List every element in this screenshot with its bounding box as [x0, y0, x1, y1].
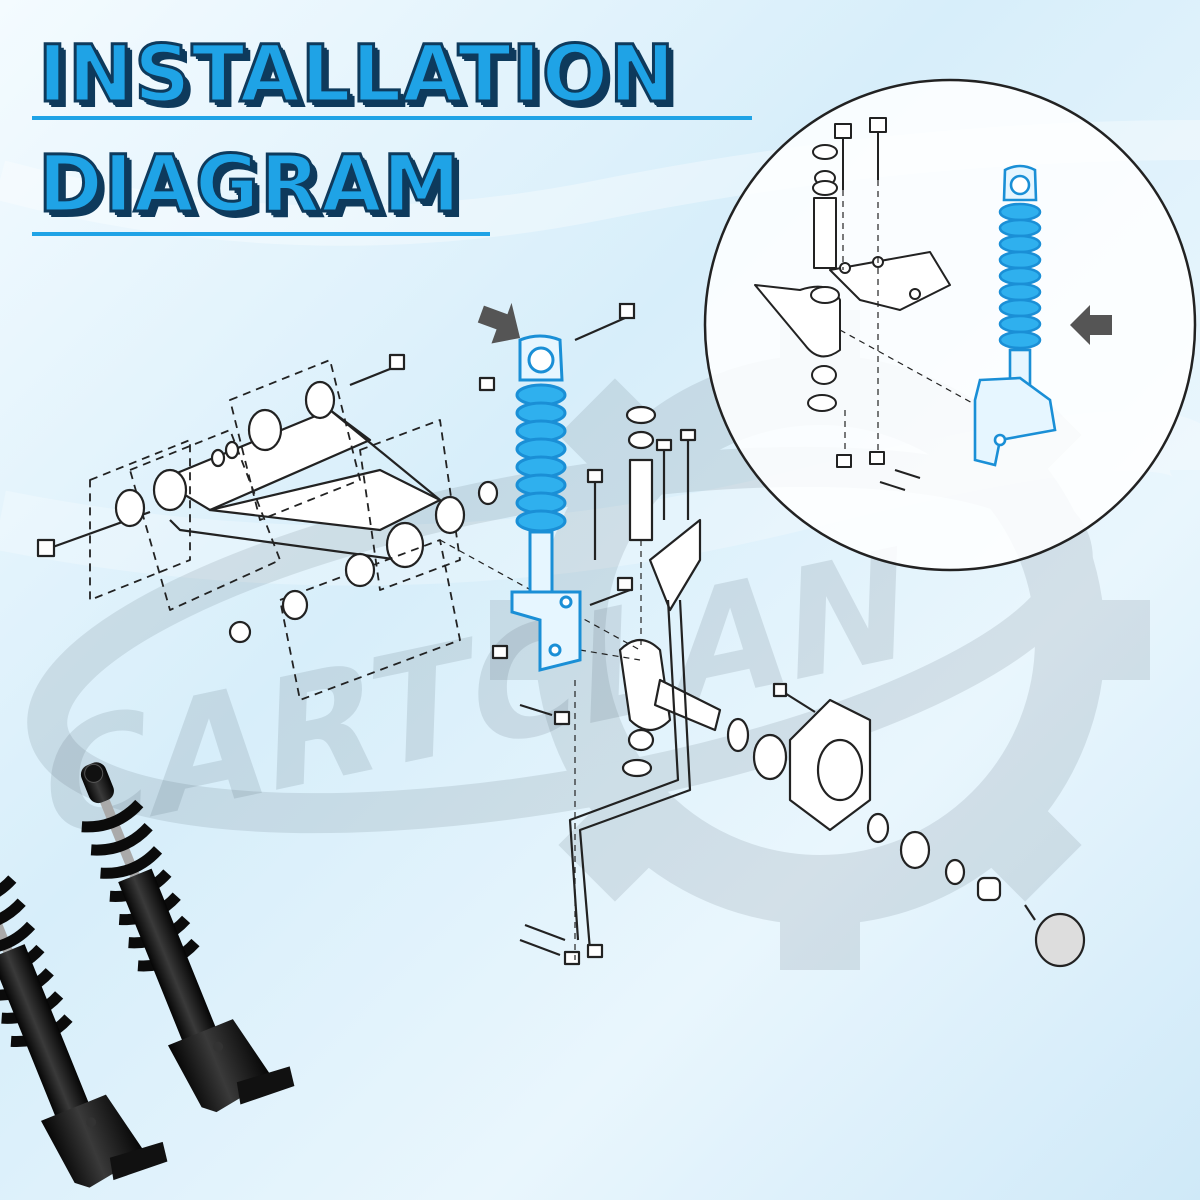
arrow-icon	[477, 302, 521, 344]
title-underline-2	[32, 232, 490, 236]
shock-absorber-product-2	[0, 874, 168, 1188]
title-line-2: DIAGRAM	[36, 140, 462, 230]
bolt-part	[36, 510, 151, 558]
shock-absorber-highlight	[510, 334, 582, 672]
nut-part	[478, 376, 604, 966]
bolt-part	[349, 353, 406, 387]
a-arm-part	[152, 408, 442, 569]
dashed-assembly-boxes	[89, 359, 461, 701]
wheel-hub-part	[726, 682, 1086, 968]
bushing-part	[114, 380, 499, 644]
shock-absorber-product-1	[80, 762, 295, 1113]
title-underline-1	[32, 116, 752, 120]
title-line-1: INSTALLATION	[37, 30, 677, 120]
arrow-icon	[1070, 305, 1112, 345]
knuckle-part	[586, 405, 722, 778]
tie-rod-part	[568, 599, 692, 951]
